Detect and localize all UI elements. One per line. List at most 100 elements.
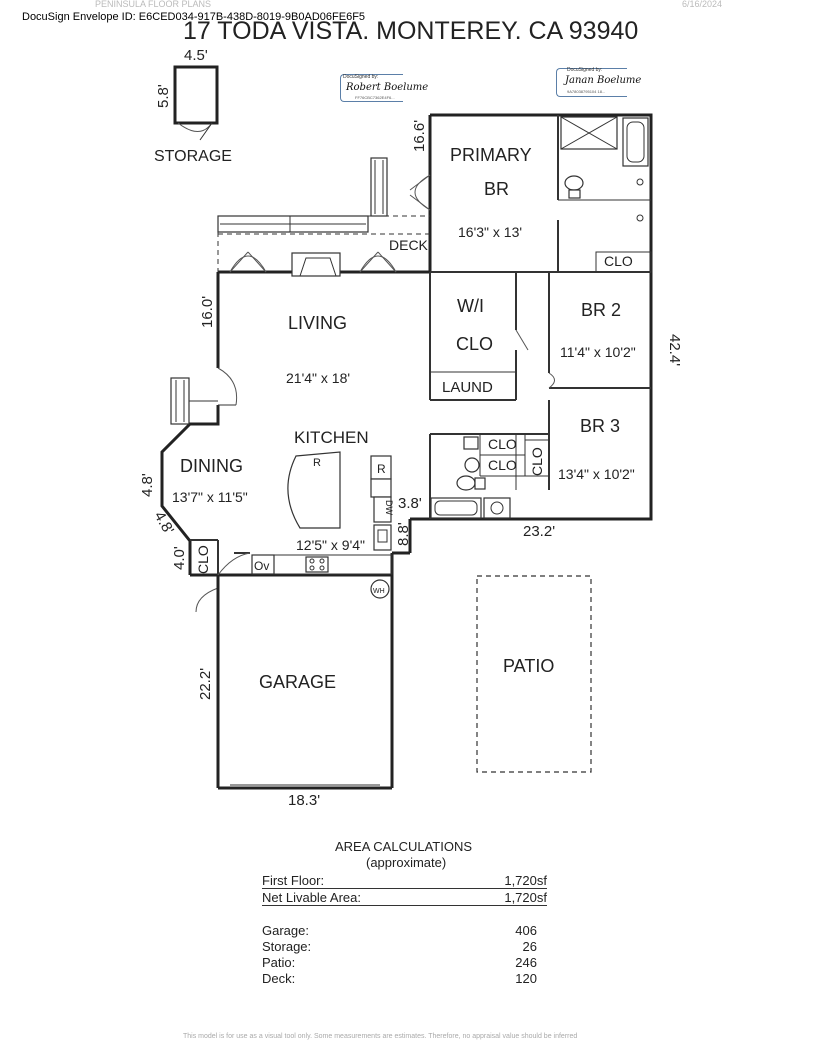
sink-icon (490, 501, 504, 515)
label-dw: DW (384, 500, 394, 515)
header-date: 6/16/2024 (682, 0, 723, 9)
label-clo-hall1: CLO (488, 436, 517, 452)
envelope-id: DocuSign Envelope ID: E6CED034-917B-438D… (22, 11, 366, 23)
dim-hall-step: 3.8' (398, 495, 422, 512)
label-storage: STORAGE (154, 148, 232, 165)
area-label: Storage: (262, 938, 312, 954)
dim-garage-side: 22.2' (197, 668, 214, 700)
dim-bottom-right: 23.2' (523, 523, 555, 540)
deck (217, 157, 430, 272)
signature-block: DocuSigned by: Janan Boelume 9A780387951… (556, 67, 641, 97)
label-deck: DECK (389, 237, 429, 253)
dim-clo-side: 4.0' (171, 546, 188, 570)
area-label: Net Livable Area: (262, 888, 462, 906)
area-label: Garage: (262, 922, 309, 938)
label-primary-br: BR (484, 179, 509, 199)
label-garage: GARAGE (259, 672, 336, 692)
company-name: PENINSULA FLOOR PLANS (95, 0, 212, 9)
label-primary: PRIMARY (450, 145, 532, 165)
size-br3: 13'4" x 10'2" (558, 466, 635, 482)
sink-icon (373, 524, 392, 551)
dim-dining-diag: 4.8' (151, 509, 178, 538)
sink-icon (636, 214, 644, 222)
signature-caption: DocuSigned by: (343, 74, 379, 80)
area-value: 26 (522, 938, 537, 954)
size-dining: 13'7" x 11'5" (172, 489, 248, 505)
patio-outline (476, 575, 592, 773)
toilet-icon (456, 475, 476, 491)
dim-primary-side: 16.6' (411, 120, 428, 152)
label-patio: PATIO (503, 656, 554, 676)
signature-hash: FF76CBC7362E4F6... (355, 95, 395, 100)
dishwasher-icon (373, 496, 392, 523)
area-value: 1,720sf (462, 888, 547, 906)
dim-dining-side: 4.8' (139, 473, 156, 497)
signature-hash: 9A78038795104 18... (567, 89, 606, 94)
area-table: First Floor: 1,720sf Net Livable Area: 1… (262, 872, 547, 986)
signature-name: Janan Boelume (565, 75, 642, 86)
label-br3: BR 3 (580, 416, 620, 436)
area-row: Net Livable Area: 1,720sf (262, 888, 547, 906)
window-bay (170, 377, 190, 425)
fireplace (291, 252, 341, 277)
label-clo-primary: CLO (604, 253, 633, 269)
address-title: 17 TODA VISTA, MONTEREY, CA 93940 (183, 17, 639, 39)
bathtub-icon (430, 497, 482, 519)
area-value: 1,720sf (462, 872, 547, 889)
area-subtitle: (approximate) (366, 855, 447, 870)
area-row: Garage: 406 (262, 922, 547, 938)
label-wi-clo: CLO (456, 334, 493, 354)
size-kitchen: 12'5" x 9'4" (296, 537, 365, 553)
water-heater-icon (370, 579, 390, 599)
area-label: Deck: (262, 970, 296, 986)
cooktop-icon (305, 556, 329, 573)
storage-shed (173, 65, 219, 141)
dim-kitchen-step: 8.8' (395, 522, 412, 546)
label-oven: Ov (254, 559, 269, 573)
label-wi: W/I (457, 296, 484, 316)
dim-storage-width: 4.5' (184, 47, 208, 64)
door-swings (195, 174, 555, 613)
garage-walls (216, 575, 394, 790)
toilet-icon (464, 457, 480, 473)
area-row: Storage: 26 (262, 938, 547, 954)
hall-bath (430, 436, 511, 519)
toilet-icon (564, 175, 584, 191)
label-br2: BR 2 (581, 300, 621, 320)
sink-icon (636, 178, 644, 186)
area-value: 120 (515, 970, 537, 986)
area-row: Patio: 246 (262, 954, 547, 970)
dim-living-side: 16.0' (199, 296, 216, 328)
size-living: 21'4" x 18' (286, 370, 350, 386)
signature-name: Robert Boelume (346, 82, 429, 93)
kitchen (251, 451, 393, 575)
label-clo-dining: CLO (195, 545, 211, 574)
primary-bath (560, 116, 649, 222)
dim-garage-width: 18.3' (288, 792, 320, 809)
area-value: 246 (515, 954, 537, 970)
footer-disclaimer: This model is for use as a visual tool o… (183, 1033, 578, 1040)
label-fridge: R (377, 462, 386, 476)
area-title: AREA CALCULATIONS (335, 839, 473, 854)
label-laund: LAUND (442, 379, 493, 396)
label-dining: DINING (180, 456, 243, 476)
label-wh: WH (373, 588, 385, 595)
area-label: First Floor: (262, 872, 462, 889)
area-row: Deck: 120 (262, 970, 547, 986)
dim-right-side: 42.4' (666, 334, 683, 366)
signature-block: DocuSigned by: Robert Boelume FF76CBC736… (340, 74, 428, 102)
label-kitchen: KITCHEN (294, 428, 369, 447)
area-row: First Floor: 1,720sf (262, 872, 547, 889)
label-island-r: R (313, 457, 321, 469)
island-icon (287, 451, 341, 529)
area-label: Patio: (262, 954, 296, 970)
area-value: 406 (515, 922, 537, 938)
label-clo-hall2: CLO (488, 457, 517, 473)
signature-caption: DocuSigned by: (567, 67, 603, 73)
size-br2: 11'4" x 10'2" (560, 344, 636, 360)
dim-storage-depth: 5.8' (155, 84, 172, 108)
size-primary: 16'3" x 13' (458, 224, 522, 240)
label-living: LIVING (288, 313, 347, 333)
label-clo-br3: CLO (529, 447, 545, 476)
